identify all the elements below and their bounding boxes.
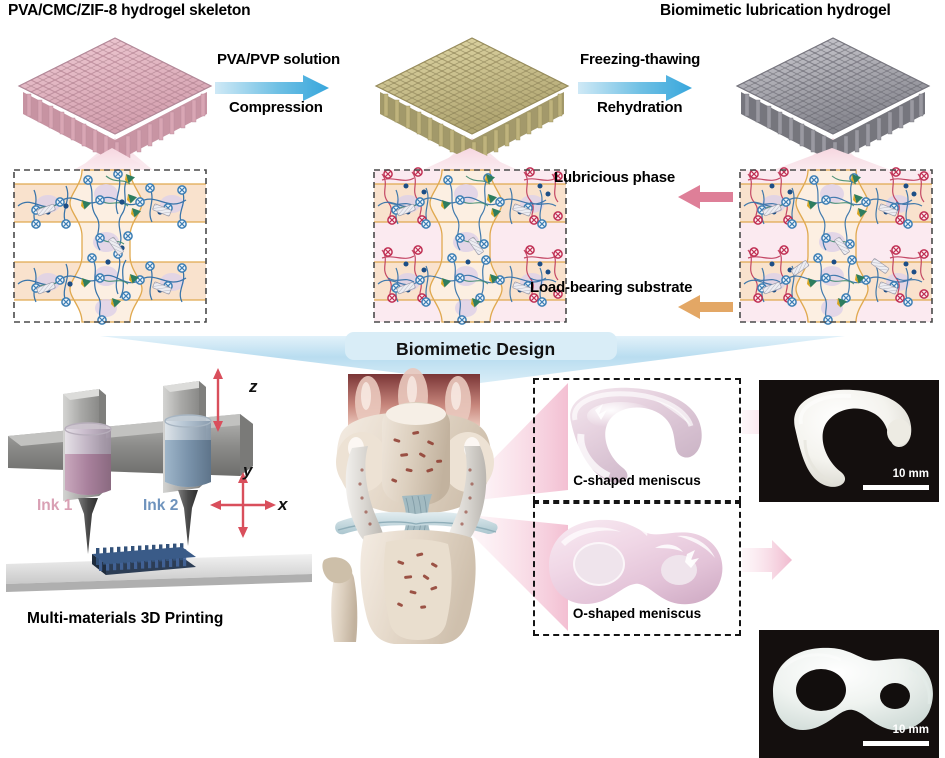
axis-x-label: x xyxy=(278,495,288,514)
printing-caption: Multi-materials 3D Printing xyxy=(27,610,224,627)
syringe-ink-1 xyxy=(64,422,112,554)
printed-lattice-object xyxy=(92,543,196,575)
ink-2-label: Ink 2 xyxy=(143,497,179,514)
banner-label: Biomimetic Design xyxy=(396,339,556,359)
scale-bar-label-o: 10 mm xyxy=(892,724,929,736)
o-shaped-meniscus-model xyxy=(549,519,723,605)
c-shaped-meniscus-panel xyxy=(533,378,741,502)
process-arrow-2 xyxy=(578,75,692,101)
multi-material-3d-printing-scene xyxy=(6,368,312,592)
c-shaped-meniscus-photo: 10 mm xyxy=(759,380,939,502)
biomimetic-design-banner xyxy=(100,332,845,383)
load-bearing-arrow xyxy=(678,295,733,319)
lattice-pink xyxy=(17,37,213,165)
title-right: Biomimetic lubrication hydrogel xyxy=(660,2,891,19)
network-panels-graphics xyxy=(13,148,933,325)
o-shaped-meniscus-photo: 10 mm xyxy=(759,630,939,758)
arrow1-label-below: Compression xyxy=(229,99,323,116)
title-left: PVA/CMC/ZIF-8 hydrogel skeleton xyxy=(8,2,251,19)
network-panel-middle xyxy=(373,167,567,325)
arrow2-label-above: Freezing-thawing xyxy=(580,51,701,68)
o-shaped-meniscus-panel xyxy=(533,502,741,636)
graphical-abstract-figure: PVA/CMC/ZIF-8 hydrogel skeleton Biomimet… xyxy=(6,2,939,758)
o-shaped-meniscus-label: O-shaped meniscus xyxy=(572,606,702,621)
lattice-khaki xyxy=(374,37,570,165)
ink-1-label: Ink 1 xyxy=(37,497,73,514)
c-shaped-meniscus-label: C-shaped meniscus xyxy=(573,473,701,488)
lubricious-phase-label: Lubricious phase xyxy=(554,169,675,186)
syringe-ink-2 xyxy=(164,414,212,546)
lattice-gray xyxy=(735,37,931,165)
arrow2-label-below: Rehydration xyxy=(597,99,683,116)
scale-bar-label-c: 10 mm xyxy=(892,468,929,480)
arrow1-label-above: PVA/PVP solution xyxy=(217,51,340,68)
network-panel-left xyxy=(13,169,207,325)
axis-z-label: z xyxy=(249,377,258,396)
knee-joint-illustration xyxy=(322,368,498,644)
scale-bar-c xyxy=(863,485,929,490)
load-bearing-label: Load-bearing substrate xyxy=(530,279,693,296)
network-panel-right xyxy=(739,167,933,325)
lubricious-phase-arrow xyxy=(678,185,733,209)
process-arrow-1 xyxy=(215,75,329,101)
axis-xy-cross xyxy=(218,480,268,530)
scale-bar-o xyxy=(863,741,929,746)
c-shaped-meniscus-model xyxy=(570,387,702,483)
axis-y-label: y xyxy=(243,461,253,480)
